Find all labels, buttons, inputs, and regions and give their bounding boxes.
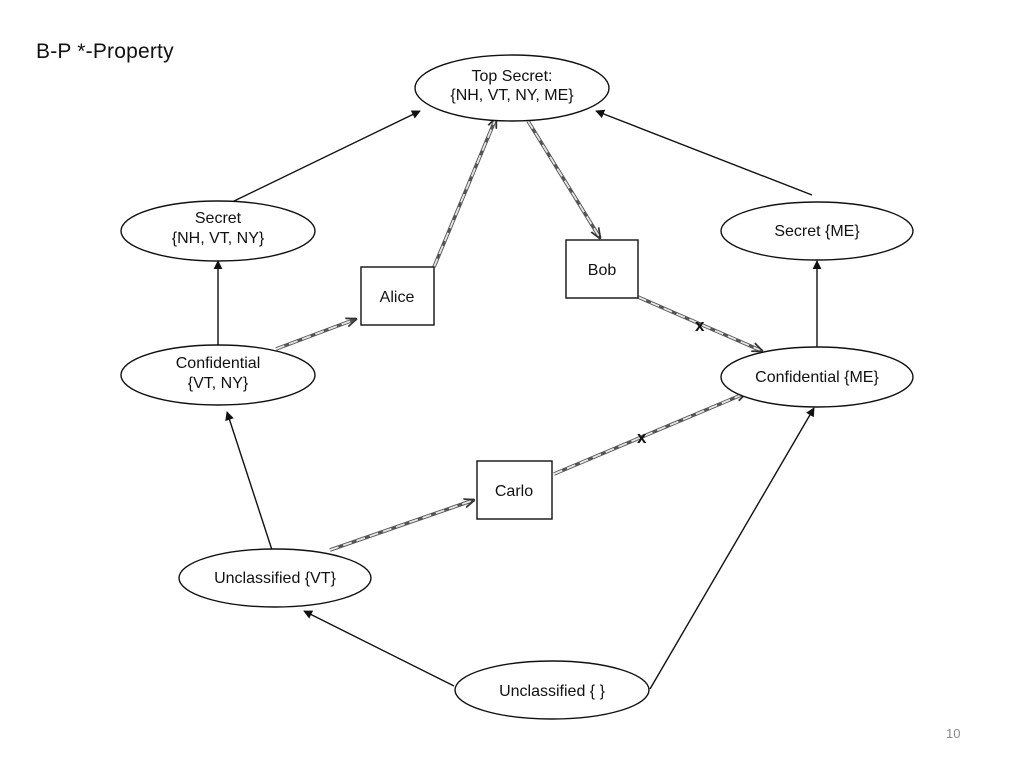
flow-confidential-to-alice <box>275 317 356 351</box>
flow-bob-to-confidentialme <box>637 295 762 353</box>
flow-topsecret-to-bob <box>526 120 600 238</box>
node-top-secret: Top Secret: {NH, VT, NY, ME} <box>414 54 610 122</box>
node-unclassified-vt: Unclassified {VT} <box>178 548 372 608</box>
slide-title: B-P *-Property <box>36 40 174 63</box>
node-secret-me: Secret {ME} <box>720 201 914 261</box>
node-confidential-label: Confidential <box>176 355 261 372</box>
edge-unclassified-to-unclassifiedvt <box>303 610 455 687</box>
flow-unclassifiedvt-to-carlo <box>329 500 474 552</box>
edge-unclassified-to-confidentialme <box>649 407 815 690</box>
edge-secretme-to-topsecret <box>595 109 813 196</box>
node-secret-label: Secret <box>195 210 242 227</box>
subject-carlo: Carlo <box>476 460 553 520</box>
node-confidential-vt-ny: Confidential {VT, NY} <box>120 344 316 406</box>
node-confidential-me-label: Confidential {ME} <box>755 369 879 386</box>
subject-carlo-label: Carlo <box>495 483 533 500</box>
node-unclassified-vt-label: Unclassified {VT} <box>214 570 336 587</box>
subject-alice: Alice <box>360 266 435 326</box>
flow-alice-to-topsecret <box>432 118 498 268</box>
node-unclassified-empty-label: Unclassified { } <box>499 683 605 700</box>
node-confidential-set: {VT, NY} <box>188 375 249 392</box>
edge-unclassifiedvt-to-confidential <box>225 411 273 551</box>
node-secret-nh-vt-ny: Secret {NH, VT, NY} <box>120 200 316 262</box>
flow-edges <box>275 118 762 552</box>
node-unclassified-empty: Unclassified { } <box>454 660 650 720</box>
node-secret-me-label: Secret {ME} <box>774 223 860 240</box>
edge-secret-to-topsecret <box>229 110 421 204</box>
bob-blocked-mark: x <box>695 316 705 335</box>
subject-bob: Bob <box>565 239 639 299</box>
subject-alice-label: Alice <box>380 289 415 306</box>
node-top-secret-set: {NH, VT, NY, ME} <box>450 87 574 104</box>
dominance-edges <box>213 109 822 690</box>
carlo-blocked-mark: x <box>637 428 647 447</box>
flow-carlo-to-confidentialme <box>553 391 746 476</box>
node-confidential-me: Confidential {ME} <box>720 346 914 408</box>
node-top-secret-label: Top Secret: <box>472 68 553 85</box>
slide-number: 10 <box>946 726 961 741</box>
subject-bob-label: Bob <box>588 262 617 279</box>
node-secret-set: {NH, VT, NY} <box>172 230 265 247</box>
